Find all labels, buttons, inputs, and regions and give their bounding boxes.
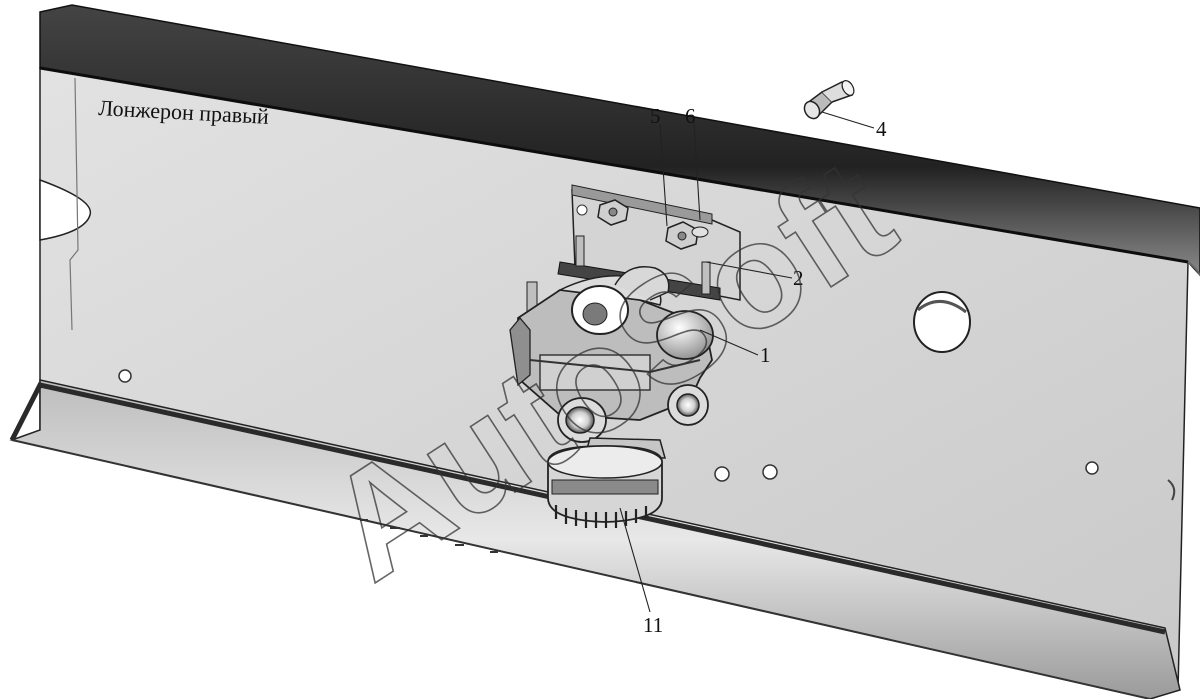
valve-top-port-bore	[582, 302, 608, 326]
callout-5: 5	[650, 104, 661, 128]
diaphragm-cap-top	[547, 445, 663, 479]
rail-top-flange-edge	[39, 66, 1189, 264]
rail-bottom-flange	[9, 379, 1181, 699]
nut-6-bore	[677, 231, 687, 241]
valve-port-left-inner	[565, 406, 595, 434]
rail-left-end-shading	[69, 77, 79, 331]
washer-6	[691, 226, 709, 238]
bottom-flange-marks	[360, 519, 498, 553]
valve-body-shadow	[529, 359, 701, 374]
callout-4: 4	[876, 117, 887, 141]
leader-1	[699, 329, 759, 356]
rail-hole-small-3	[1085, 461, 1099, 475]
leader-lines	[619, 111, 875, 613]
rail-hole-small-4	[118, 369, 132, 383]
rail-hole-small-2	[762, 464, 778, 480]
leader-4	[821, 111, 875, 129]
leader-6	[693, 121, 701, 221]
rail-bottom-flange-shadow	[9, 382, 1166, 635]
stud-left	[575, 235, 585, 267]
bracket-hole	[576, 204, 588, 216]
valve-body-flange	[509, 316, 531, 387]
valve-right-chamber	[656, 310, 714, 360]
valve-port-right-inner	[676, 393, 700, 417]
leader-5	[659, 123, 668, 227]
leader-11	[619, 507, 651, 613]
rail-right-notch	[1167, 479, 1176, 501]
nut-5-bore	[608, 207, 618, 217]
callout-6: 6	[685, 104, 696, 128]
diaphragm-cap-ribs	[554, 505, 648, 528]
rail-bottom-edge	[11, 439, 1151, 699]
diaphragm-cap-band	[551, 479, 659, 495]
bolt-4	[803, 80, 855, 120]
callout-11: 11	[643, 613, 663, 637]
leader-2	[705, 261, 793, 279]
rail-top-flange-lip	[1187, 261, 1200, 276]
rail-large-hole-rim	[917, 300, 967, 314]
rail-hole-small-1	[714, 466, 730, 482]
callout-2: 2	[793, 266, 804, 290]
callout-1: 1	[760, 343, 771, 367]
valve-inlet-pipe	[614, 266, 670, 301]
